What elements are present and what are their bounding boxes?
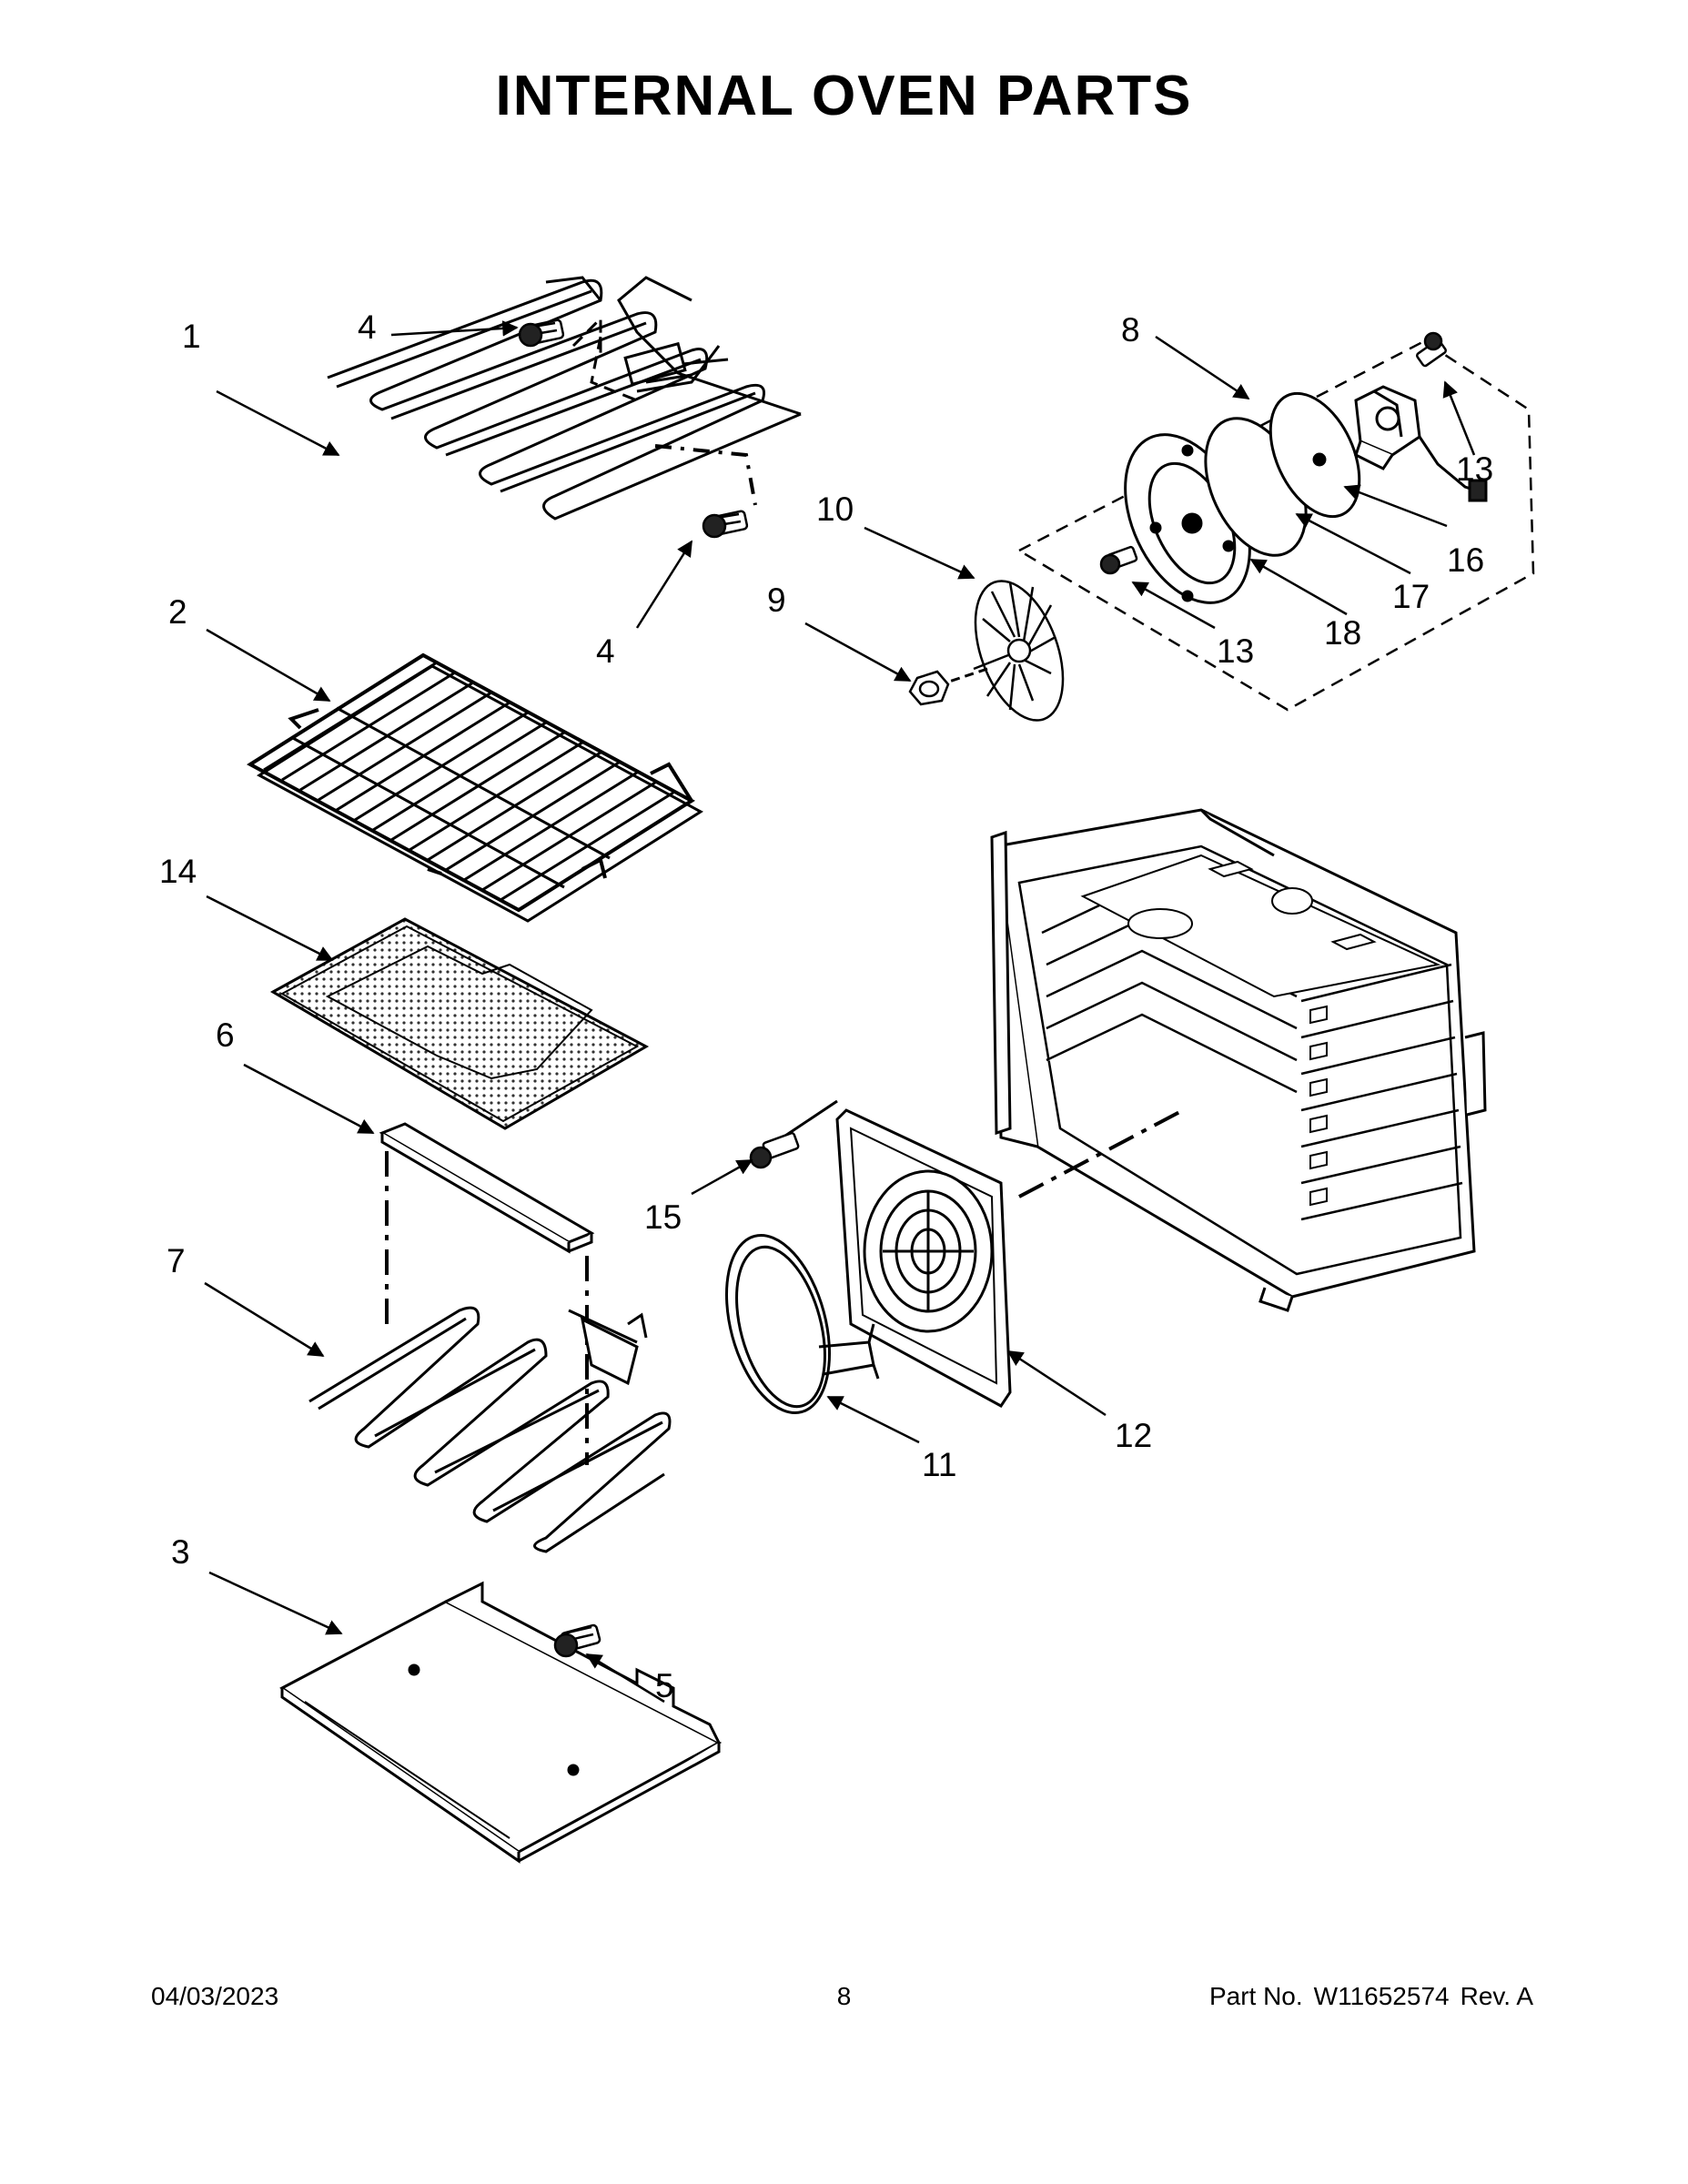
convection-motor-part — [1354, 385, 1488, 502]
footer-part-value: W11652574 — [1313, 1982, 1450, 2010]
oven-cavity-part — [990, 808, 1487, 1312]
oven-bottom-cover-part — [279, 1581, 723, 1864]
footer-part-number: Part No. W11652574 Rev. A — [1198, 1982, 1533, 2011]
convection-assembly-boundary — [1016, 339, 1535, 712]
screw-icon — [518, 318, 565, 348]
oven-rack-part — [247, 652, 703, 923]
convection-element-part — [724, 1233, 880, 1415]
callout-arrows — [204, 320, 1476, 1704]
screw-icon — [553, 1623, 601, 1658]
broil-element-part — [327, 276, 802, 521]
screw-icon — [749, 1131, 800, 1169]
footer-page-number: 8 — [836, 1982, 852, 2010]
callout-16: 16 — [1447, 541, 1484, 579]
footer-revision: Rev. A — [1460, 1982, 1533, 2010]
gasket-disc-part — [1269, 391, 1361, 519]
callout-8: 8 — [1121, 311, 1140, 349]
footer-part-label: Part No. — [1208, 1982, 1303, 2010]
rear-panel-part — [835, 1108, 1012, 1408]
screw-icon — [1099, 545, 1138, 575]
callout-5: 5 — [655, 1667, 674, 1704]
callout-3: 3 — [171, 1533, 190, 1571]
bake-element-part — [308, 1306, 672, 1553]
callout-12: 12 — [1115, 1417, 1152, 1454]
fan-nut-part — [908, 670, 950, 706]
callout-4-top: 4 — [358, 308, 377, 346]
callout-18: 18 — [1324, 614, 1361, 652]
page-title: INTERNAL OVEN PARTS — [495, 65, 1193, 127]
callout-4-bottom: 4 — [596, 632, 615, 670]
callout-6: 6 — [216, 1016, 235, 1054]
callout-11: 11 — [922, 1446, 956, 1483]
callout-7: 7 — [167, 1242, 186, 1279]
air-fry-basket-part — [269, 917, 650, 1130]
callout-17: 17 — [1392, 578, 1430, 615]
callout-9: 9 — [767, 581, 786, 619]
screw-icon — [702, 510, 749, 539]
fan-blade-part — [973, 580, 1065, 722]
element-shield-part — [379, 1122, 595, 1254]
callout-2: 2 — [168, 593, 187, 631]
footer-date: 04/03/2023 — [151, 1982, 279, 2010]
callout-13-bottom: 13 — [1217, 632, 1254, 670]
screw-icon — [1416, 331, 1447, 368]
callout-1: 1 — [182, 318, 201, 355]
callout-15: 15 — [644, 1198, 682, 1236]
callout-13-top: 13 — [1456, 450, 1493, 488]
callout-14: 14 — [159, 853, 197, 890]
callout-10: 10 — [816, 490, 854, 528]
